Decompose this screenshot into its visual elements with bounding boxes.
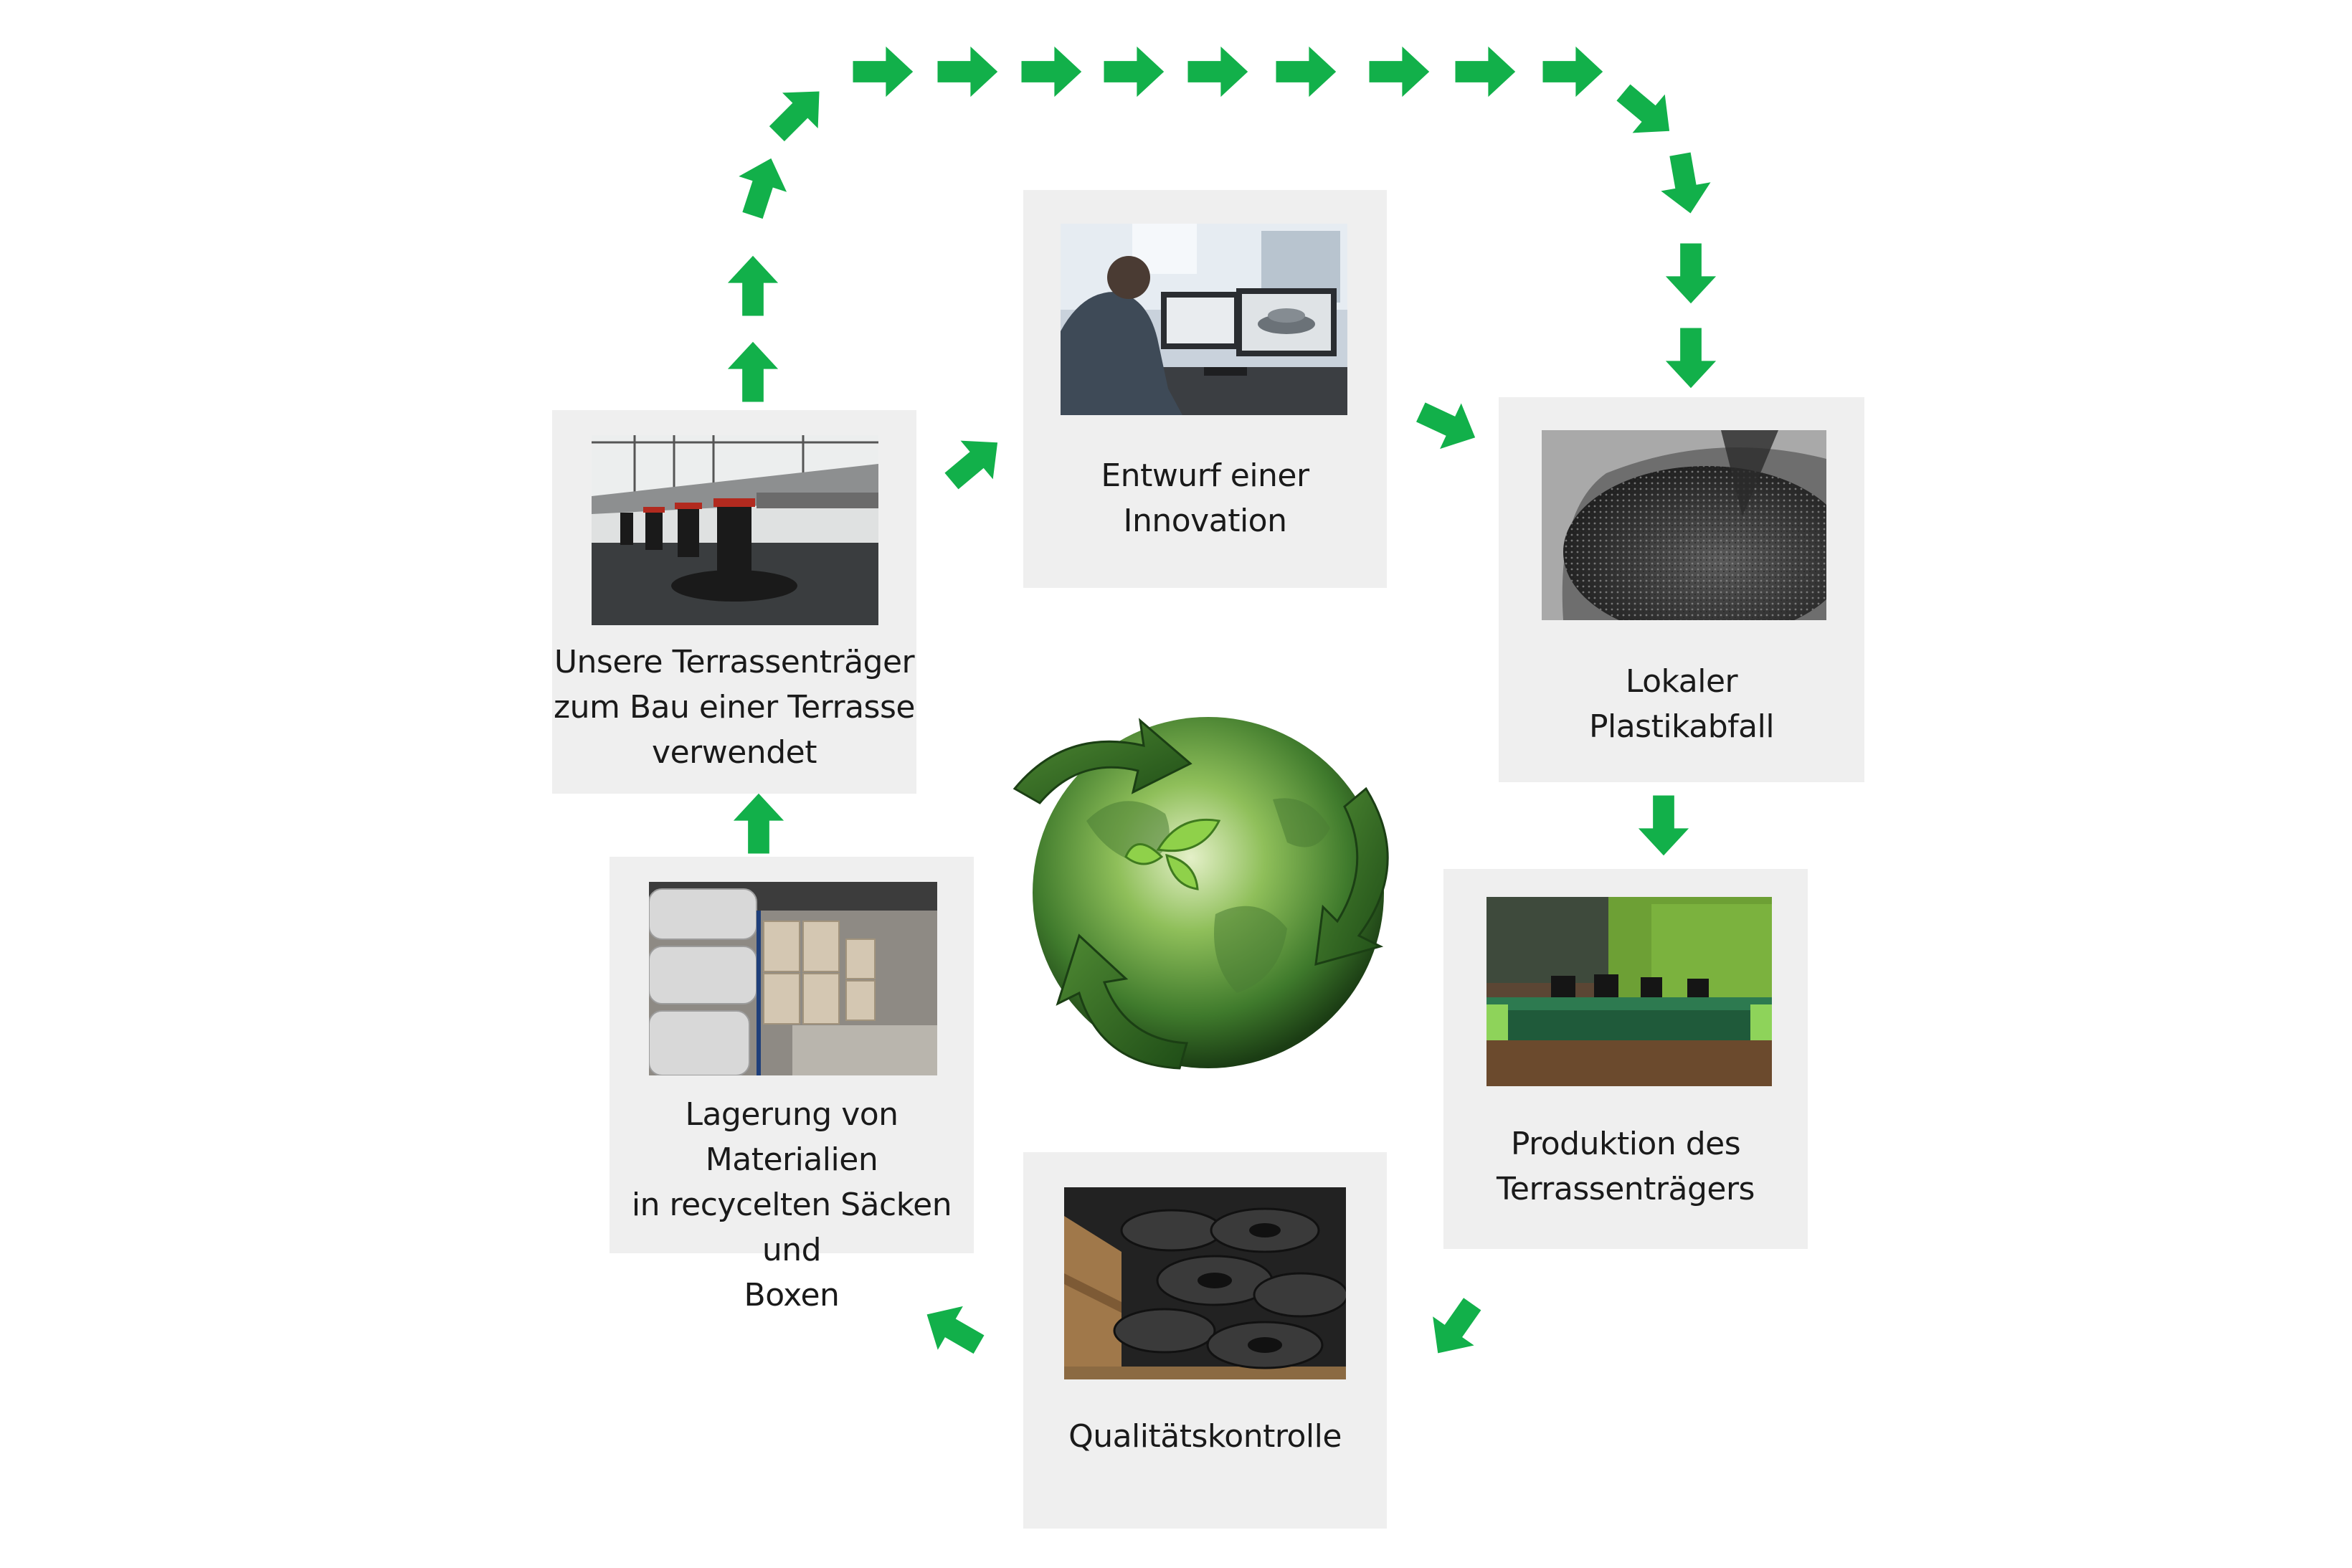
production-machine-photo	[1486, 897, 1772, 1086]
flow-arrow-icon	[727, 255, 779, 316]
flow-arrow-icon	[733, 793, 784, 854]
flow-arrow-icon	[944, 440, 998, 490]
flow-arrow-icon	[1665, 243, 1717, 304]
step-label-quality: Qualitätskontrolle	[1068, 1418, 1342, 1455]
flow-arrow-icon	[1021, 46, 1082, 98]
flow-arrow-icon	[1104, 46, 1165, 98]
step-label-production: Produktion des Terrassenträgers	[1497, 1126, 1755, 1207]
step-label-waste: Lokaler Plastikabfall	[1588, 663, 1775, 745]
terrace-pedestals-photo	[592, 435, 878, 625]
flow-arrow-icon	[937, 46, 998, 98]
flow-arrow-icon	[1638, 795, 1689, 856]
flow-arrow-icon	[727, 341, 779, 402]
step-card-quality: Qualitätskontrolle	[1023, 1152, 1387, 1529]
step-card-design: Entwurf einer Innovation	[1023, 190, 1387, 588]
step-card-waste: Lokaler Plastikabfall	[1499, 397, 1864, 782]
recycling-globe-icon	[1000, 678, 1416, 1093]
flow-arrow-icon	[1665, 328, 1717, 389]
flow-arrow-icon	[1616, 84, 1670, 133]
step-card-storage: Lagerung von Materialien in recycelten S…	[610, 857, 974, 1313]
flow-arrow-icon	[1187, 46, 1248, 98]
flow-arrow-icon	[1369, 46, 1430, 98]
flow-arrow-icon	[1542, 46, 1603, 98]
plastic-granulate-photo	[1542, 430, 1826, 620]
step-label-terrace: Unsere Terrassenträger zum Bau einer Ter…	[554, 644, 915, 771]
step-card-terrace: Unsere Terrassenträger zum Bau einer Ter…	[552, 410, 916, 794]
flow-arrow-icon	[769, 91, 820, 142]
flow-arrow-icon	[1433, 1298, 1481, 1354]
step-label-design: Entwurf einer Innovation	[1101, 457, 1309, 539]
flow-arrow-icon	[739, 158, 787, 219]
step-label-storage: Lagerung von Materialien in recycelten S…	[631, 1096, 952, 1313]
step-card-production: Produktion des Terrassenträgers	[1443, 869, 1808, 1249]
flow-arrow-icon	[1416, 402, 1476, 450]
quality-pedestals-photo	[1064, 1187, 1346, 1379]
flow-arrow-icon	[1661, 152, 1711, 214]
engineer-photo	[1061, 224, 1347, 415]
warehouse-photo	[649, 882, 937, 1075]
flow-arrow-icon	[1276, 46, 1337, 98]
flow-arrow-icon	[1455, 46, 1516, 98]
flow-arrow-icon	[853, 46, 914, 98]
